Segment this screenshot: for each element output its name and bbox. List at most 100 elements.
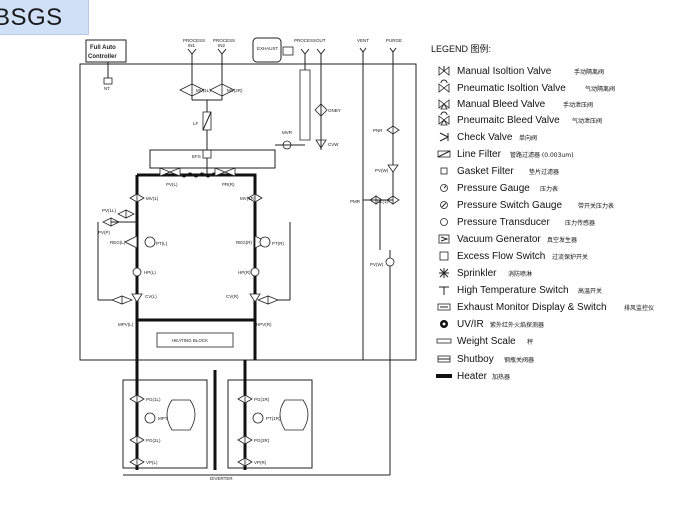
manual-bleed-valve-icon — [438, 99, 450, 110]
legend-item-text: Weight Scale — [457, 336, 516, 347]
heater-icon — [436, 374, 452, 378]
check-valve-pvw: PV(W) — [375, 164, 399, 173]
svg-text:VENT: VENT — [357, 38, 369, 43]
svg-text:PG(1L): PG(1L) — [146, 397, 161, 402]
svg-text:EXHAUST: EXHAUST — [257, 46, 279, 51]
svg-text:PROCESS: PROCESS — [294, 38, 316, 43]
legend-item-cn: 单向阀 — [519, 134, 537, 142]
legend-item-cn: 消防喷淋 — [508, 270, 532, 278]
uv-ir-icon — [440, 320, 448, 328]
manual-isolation-valve-icon — [438, 66, 450, 76]
vacuum-generator-vpl: VP(L) — [129, 457, 158, 467]
pressure-gauge-pg2r: PG(2R) — [237, 435, 270, 445]
top-port-purge: PURGE — [386, 38, 402, 53]
top-port-process-out: PROCESS OUT — [294, 38, 326, 55]
valve-mv1: MV(1) — [129, 193, 159, 203]
svg-text:PROCESS: PROCESS — [213, 38, 235, 43]
svg-text:HP(R): HP(R) — [238, 270, 251, 275]
svg-text:PV(1L): PV(1L) — [102, 208, 117, 213]
controller-tag: NT — [104, 86, 110, 91]
legend-item-text: Shutboy — [457, 354, 494, 365]
svg-text:EFS: EFS — [192, 154, 201, 159]
top-port-process-in2: PROCESS IN2 — [213, 38, 235, 55]
diverter-label: DIVERTER — [210, 476, 233, 481]
svg-text:MV(1): MV(1) — [146, 196, 159, 201]
svg-text:REG(R): REG(R) — [236, 240, 252, 245]
svg-text:CVW: CVW — [328, 142, 339, 147]
check-valve-cvl: CV(L) — [131, 293, 157, 303]
exhaust-monitor-icon — [437, 303, 451, 311]
pressure-transducer-ptr: PT(R) — [259, 236, 284, 248]
legend-item-text: Gasket Filter — [457, 166, 514, 177]
svg-text:CV(R): CV(R) — [226, 294, 239, 299]
svg-text:PV(W): PV(W) — [370, 262, 384, 267]
valve-pnr: PNR — [373, 125, 400, 135]
svg-text:MV(1L): MV(1L) — [196, 88, 211, 93]
svg-text:MV(1R): MV(1R) — [240, 196, 256, 201]
legend-item-cn: 手动隔离阀 — [574, 68, 604, 76]
excess-flow-switch-icon — [439, 251, 449, 261]
high-temperature-switch-icon — [439, 286, 449, 295]
cylinder-cabinet-right — [227, 379, 313, 469]
heating-block-label: HEATING BLOCK — [172, 338, 208, 343]
gas-cylinder-right — [279, 399, 309, 431]
svg-text:MVR: MVR — [282, 130, 293, 135]
svg-text:PR(R): PR(R) — [222, 182, 235, 187]
legend-item-text: Manual Bleed Valve — [457, 99, 546, 110]
legend-title: LEGEND 图例: — [431, 43, 491, 54]
svg-text:PG(2L): PG(2L) — [146, 438, 161, 443]
legend-item-text: Pneumaitc Bleed Valve — [457, 115, 560, 126]
excess-flow-switch-efs: EFS — [192, 149, 212, 159]
valve-onby: ONBY — [314, 103, 341, 117]
legend-item-cn: 高温开关 — [578, 287, 602, 295]
shutboy-icon — [437, 355, 451, 363]
legend-item-text: Line Filter — [457, 149, 502, 160]
valve-pv1l: PV(1L) — [102, 208, 135, 219]
legend: LEGEND 图例: — [431, 43, 654, 382]
pneumatic-bleed-valve-icon — [438, 111, 450, 126]
legend-item-text: Pressure Switch Gauge — [457, 200, 562, 211]
legend-item-text: Excess Flow Switch — [457, 251, 545, 262]
svg-text:PNR: PNR — [373, 128, 383, 133]
legend-item-text: Manual Isoltion Valve — [457, 66, 552, 77]
svg-text:OUT: OUT — [316, 38, 326, 43]
pressure-gauge-pg2l: PG(2L) — [129, 435, 161, 445]
legend-item-cn: 排风监控仪 — [624, 304, 654, 312]
svg-text:PV(P): PV(P) — [98, 230, 111, 235]
legend-item-cn: 管路过滤器 (0.003um) — [510, 151, 573, 159]
svg-text:PT(1R): PT(1R) — [266, 416, 281, 421]
legend-item-text: Exhaust Monitor Display & Switch — [457, 302, 607, 313]
valve-hpvr: HPV(R) — [256, 295, 280, 327]
legend-item-text: Pneumatic Isoltion Valve — [457, 83, 566, 94]
valve-mv1r: MV(1R) — [240, 193, 263, 203]
pressure-transducer-pt1r: PT(1R) — [252, 412, 281, 424]
legend-item-text: Check Valve — [457, 132, 513, 143]
legend-item-text: Pressure Gauge — [457, 183, 530, 194]
legend-item-cn: 紫外红外火焰探测器 — [490, 321, 544, 329]
svg-text:HP(L): HP(L) — [144, 270, 156, 275]
svg-text:PURGE: PURGE — [386, 38, 402, 43]
legend-item-cn: 真空发生器 — [547, 236, 577, 244]
svg-text:MV(2R): MV(2R) — [227, 88, 243, 93]
controller-box — [85, 39, 127, 63]
legend-item-text: Heater — [457, 371, 488, 382]
weight-scale-icon — [436, 338, 452, 344]
pneumatic-isolation-valve-icon — [438, 79, 450, 93]
vacuum-generator-icon — [438, 234, 450, 244]
valve-pvp: PV(P) — [98, 217, 120, 235]
pressure-switch-gauge-icon — [440, 201, 448, 209]
check-valve-icon — [439, 132, 450, 142]
pressure-gauge-hpr: HP(R) — [238, 267, 260, 277]
legend-item-cn: 气动泄压阀 — [572, 117, 602, 125]
legend-item-cn: 气动隔离阀 — [585, 85, 615, 93]
pressure-gauge-pg1l: PG(1L) — [129, 394, 161, 404]
legend-item-cn: 加热器 — [492, 373, 510, 381]
gas-cylinder-left — [166, 399, 196, 431]
pressure-gauge-hpl: HP(L) — [132, 267, 156, 277]
legend-item-cn: 钢瓶关阀器 — [504, 356, 534, 364]
top-port-process-in1: PROCESS IN1 — [183, 38, 205, 55]
brand-badge: BSGS — [0, 0, 89, 35]
svg-text:LF: LF — [193, 121, 199, 126]
gasket-filter-icon — [440, 167, 448, 175]
